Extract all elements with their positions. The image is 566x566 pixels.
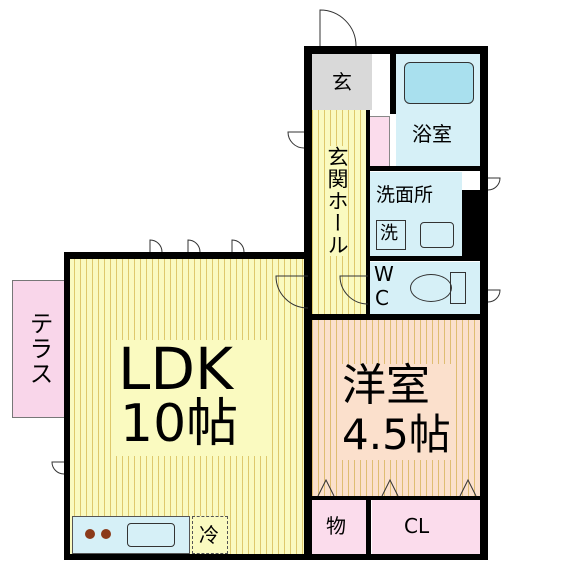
wall: [366, 110, 370, 320]
washroom: 洗面所 洗: [370, 172, 462, 256]
sink-icon: [127, 523, 175, 547]
hall-label: 玄関ホール: [325, 146, 349, 256]
shoe-cabinet: [368, 116, 390, 168]
wall: [366, 166, 480, 171]
wc-label-w: W: [374, 262, 394, 286]
terrace: テラス: [12, 280, 68, 418]
closet-label: CL: [404, 514, 430, 538]
wall: [64, 252, 308, 259]
storage-label: 物: [326, 514, 346, 538]
entrance-hall: 玄関ホール: [312, 110, 368, 314]
stove-burner-icon: [85, 529, 95, 539]
terrace-label: テラス: [25, 311, 53, 386]
wall: [480, 46, 488, 558]
toilet-tank-icon: [450, 272, 466, 304]
wall: [304, 48, 312, 558]
wall: [366, 496, 371, 558]
ldk-size: 10帖: [120, 394, 239, 454]
bath-label: 浴室: [412, 122, 452, 146]
bathtub-icon: [404, 62, 474, 104]
closet: CL: [372, 498, 482, 556]
western-room: 洋室 4.5帖: [312, 320, 482, 498]
washbasin-icon: [420, 222, 454, 248]
western-label-box: 洋室 4.5帖: [340, 364, 456, 460]
wall: [64, 252, 70, 558]
wall: [390, 54, 396, 114]
washing-machine: 洗: [376, 220, 406, 250]
wall: [312, 496, 482, 500]
fridge-space: 冷: [192, 516, 228, 554]
wall: [64, 554, 488, 560]
wall: [366, 256, 480, 261]
western-name: 洋室: [342, 360, 430, 411]
bathroom: 浴室: [396, 54, 480, 166]
wall: [304, 314, 488, 320]
ldk-name: LDK: [118, 335, 234, 403]
washer-label: 洗: [380, 223, 398, 244]
western-size: 4.5帖: [342, 410, 451, 459]
storage: 物: [312, 498, 366, 556]
toilet: W C: [370, 262, 482, 314]
wall: [304, 46, 488, 54]
toilet-icon: [410, 274, 452, 302]
washroom-label: 洗面所: [376, 184, 434, 206]
wc-label-c: C: [375, 286, 389, 310]
fridge-label: 冷: [199, 523, 219, 547]
entrance-label: 玄: [332, 70, 352, 94]
ldk-label-box: LDK 10帖: [114, 340, 268, 456]
stove-burner-icon: [101, 529, 111, 539]
ldk-room: LDK 10帖 冷: [68, 258, 304, 556]
wall: [462, 190, 482, 260]
entrance: 玄: [312, 54, 372, 110]
kitchen-counter: [72, 516, 190, 554]
